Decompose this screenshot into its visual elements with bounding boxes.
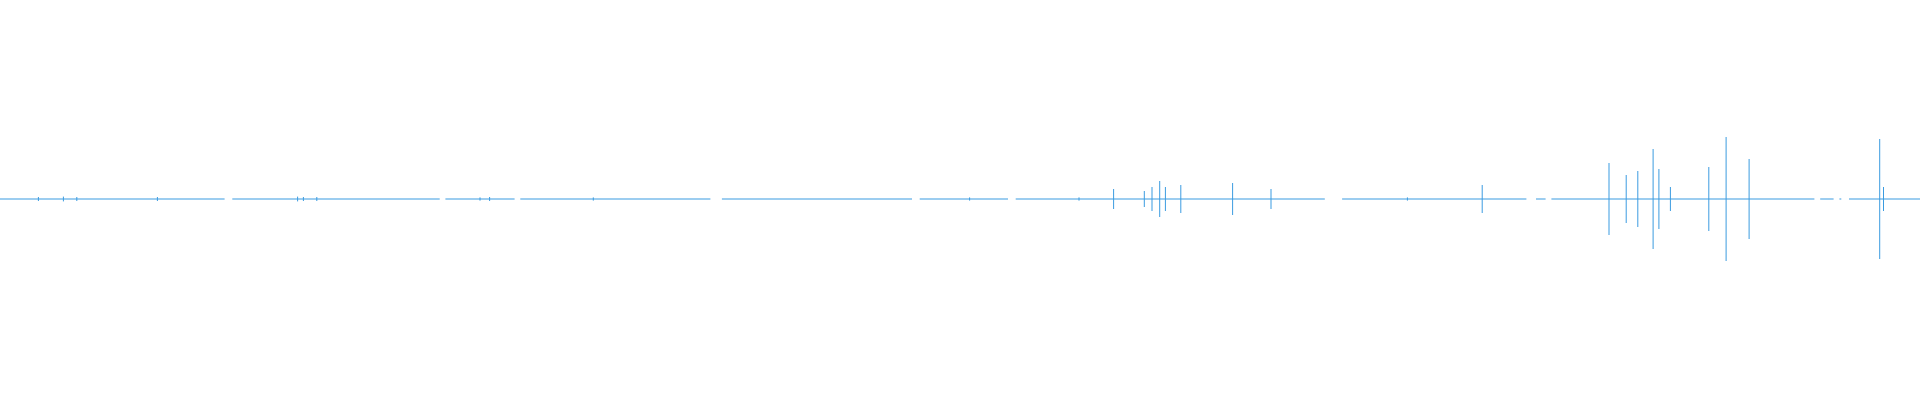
waveform-peaks [37, 137, 1884, 261]
